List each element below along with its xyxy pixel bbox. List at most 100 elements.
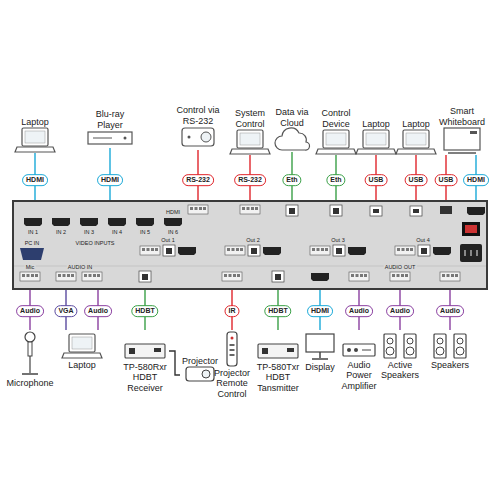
cable (169, 351, 180, 375)
speaker-icon (454, 334, 466, 358)
signal-tag: IR (225, 305, 240, 317)
laptop: Laptop (358, 119, 394, 155)
receiver-icon (125, 344, 165, 358)
device-label: Laptop (59, 360, 105, 370)
cloud: Data via Cloud (272, 107, 312, 152)
output-ports (140, 245, 451, 256)
device-label: Control Device (316, 108, 356, 129)
device-label: Laptop (358, 119, 394, 129)
device-label: Control via RS-232 (168, 105, 228, 126)
port-label: AUDIO IN (67, 264, 93, 270)
port-label: Out 3 (330, 237, 345, 243)
port-label: AUDIO OUT (384, 264, 417, 270)
speaker-icon (384, 334, 396, 358)
device-label: Projector Remote Control (211, 368, 253, 399)
port-label: IN 5 (139, 229, 151, 235)
active-speakers: Active Speakers (380, 330, 420, 381)
laptop: System Control (230, 108, 270, 155)
signal-tag: VGA (54, 305, 77, 317)
laptop: Control Device (316, 108, 356, 155)
remote-control: Projector Remote Control (211, 330, 253, 399)
bottom-ports (20, 271, 460, 282)
port-label: HDMI (165, 209, 181, 215)
speakers: Speakers (427, 330, 473, 370)
laptop-icon (396, 130, 436, 154)
cloud-icon (275, 128, 310, 150)
laptop-icon (15, 128, 55, 152)
device-label: Laptop (398, 119, 434, 129)
port-label: Out 4 (415, 237, 430, 243)
display: Display (303, 330, 337, 372)
device-label: Smart Whiteboard (437, 106, 487, 127)
laptop: Laptop (398, 119, 434, 155)
bluray-player: Blu-ray Player (82, 109, 138, 148)
signal-tag: Audio (386, 305, 414, 317)
port-label: IN 1 (27, 229, 39, 235)
device-label: Microphone (3, 378, 57, 388)
top-ports (188, 205, 485, 216)
signal-tag: RS-232 (182, 174, 214, 186)
device-label: TP-580Rxr HDBT Receiver (121, 362, 169, 393)
port-label: IN 2 (55, 229, 67, 235)
laptop-icon (62, 334, 102, 358)
signal-tag: Audio (84, 305, 112, 317)
transmitter-icon (258, 344, 298, 358)
signal-tag: Audio (16, 305, 44, 317)
device-label: Blu-ray Player (82, 109, 138, 130)
signal-tag: USB (405, 174, 428, 186)
port-label: Mic (25, 264, 36, 270)
device-label: Projector (180, 356, 220, 366)
speaker-icon (404, 334, 416, 358)
device-label: VIDEO INPUTS (75, 240, 116, 246)
port-label: IN 4 (111, 229, 123, 235)
power-amplifier: Audio Power Amplifier (339, 330, 379, 391)
amplifier-icon (343, 344, 375, 356)
device-face (12, 200, 488, 290)
smart-whiteboard: Smart Whiteboard (437, 106, 487, 155)
laptop: Laptop (59, 330, 105, 370)
laptop-icon (316, 130, 356, 154)
signal-tag: USB (365, 174, 388, 186)
projector-icon (182, 128, 214, 146)
signal-tag: RS-232 (234, 174, 266, 186)
device-label: Data via Cloud (272, 107, 312, 128)
display-icon (306, 334, 334, 359)
remote-icon (227, 332, 237, 366)
port-label: IN 6 (167, 229, 179, 235)
device-label: Laptop (7, 117, 63, 127)
device-label: System Control (230, 108, 270, 129)
laptop-icon (356, 130, 396, 154)
port-label: IN 3 (83, 229, 95, 235)
port-label: PC IN (24, 240, 41, 246)
vga-port (20, 248, 44, 260)
hdmi-inputs (24, 218, 182, 226)
port-label: Out 1 (160, 237, 175, 243)
device-label: TP-580Txr HDBT Tansmitter (254, 362, 302, 393)
whiteboard-icon (444, 128, 480, 153)
hdbt-receiver: TP-580Rxr HDBT Receiver (121, 330, 169, 393)
projector: Control via RS-232 (168, 105, 228, 150)
signal-tag: HDBT (264, 305, 291, 317)
signal-tag: Eth (282, 174, 301, 186)
signal-tag: Eth (326, 174, 345, 186)
device-label: Active Speakers (380, 360, 420, 381)
microphone: Microphone (3, 330, 57, 388)
speaker-icon (434, 334, 446, 358)
signal-tag: HDMI (307, 305, 333, 317)
power-block (460, 222, 482, 262)
signal-tag: HDMI (463, 174, 489, 186)
signal-tag: Audio (436, 305, 464, 317)
device-label: Audio Power Amplifier (339, 360, 379, 391)
laptop: Laptop (7, 117, 63, 153)
device-label: Speakers (427, 360, 473, 370)
signal-tag: USB (435, 174, 458, 186)
laptop-icon (230, 130, 270, 154)
projector-icon (186, 367, 214, 381)
microphone-icon (22, 332, 38, 374)
signal-tag: HDMI (97, 174, 123, 186)
switcher-unit: VIDEO INPUTS (12, 200, 488, 290)
port-label: Out 2 (245, 237, 260, 243)
bluray-icon (88, 132, 132, 144)
